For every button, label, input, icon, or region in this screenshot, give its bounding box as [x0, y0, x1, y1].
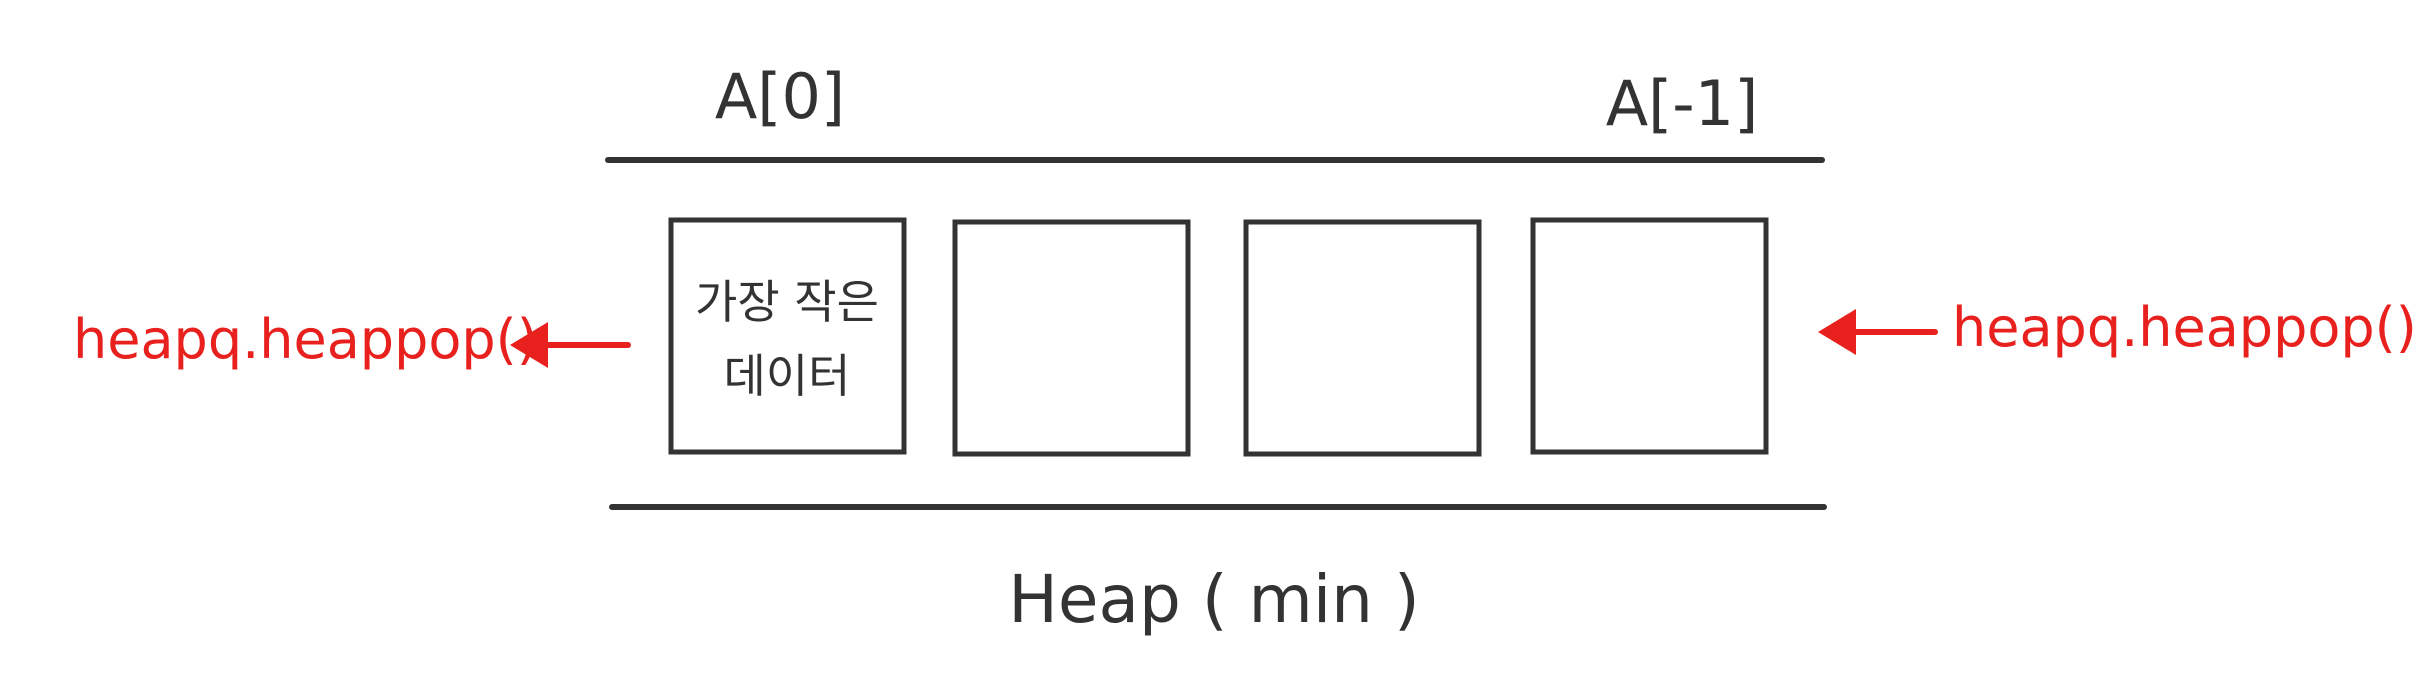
heap-cell-line1: 가장 작은	[695, 275, 879, 329]
heap-cell	[1243, 219, 1482, 457]
heap-cell	[1530, 217, 1769, 455]
heap-cell: 가장 작은 데이터	[668, 217, 907, 455]
first-index-label: A[0]	[715, 60, 845, 133]
left-heappop-label: heapq.heappop()	[73, 308, 538, 371]
arrow-left-icon	[510, 322, 631, 368]
heap-title: Heap ( min )	[1008, 561, 1419, 638]
heap-cell-line2: 데이터	[724, 349, 851, 403]
right-heappop-label: heapq.heappop()	[1952, 296, 2417, 359]
arrow-left-icon	[1818, 309, 1938, 355]
last-index-label: A[-1]	[1606, 67, 1759, 140]
heap-cell	[952, 219, 1191, 457]
